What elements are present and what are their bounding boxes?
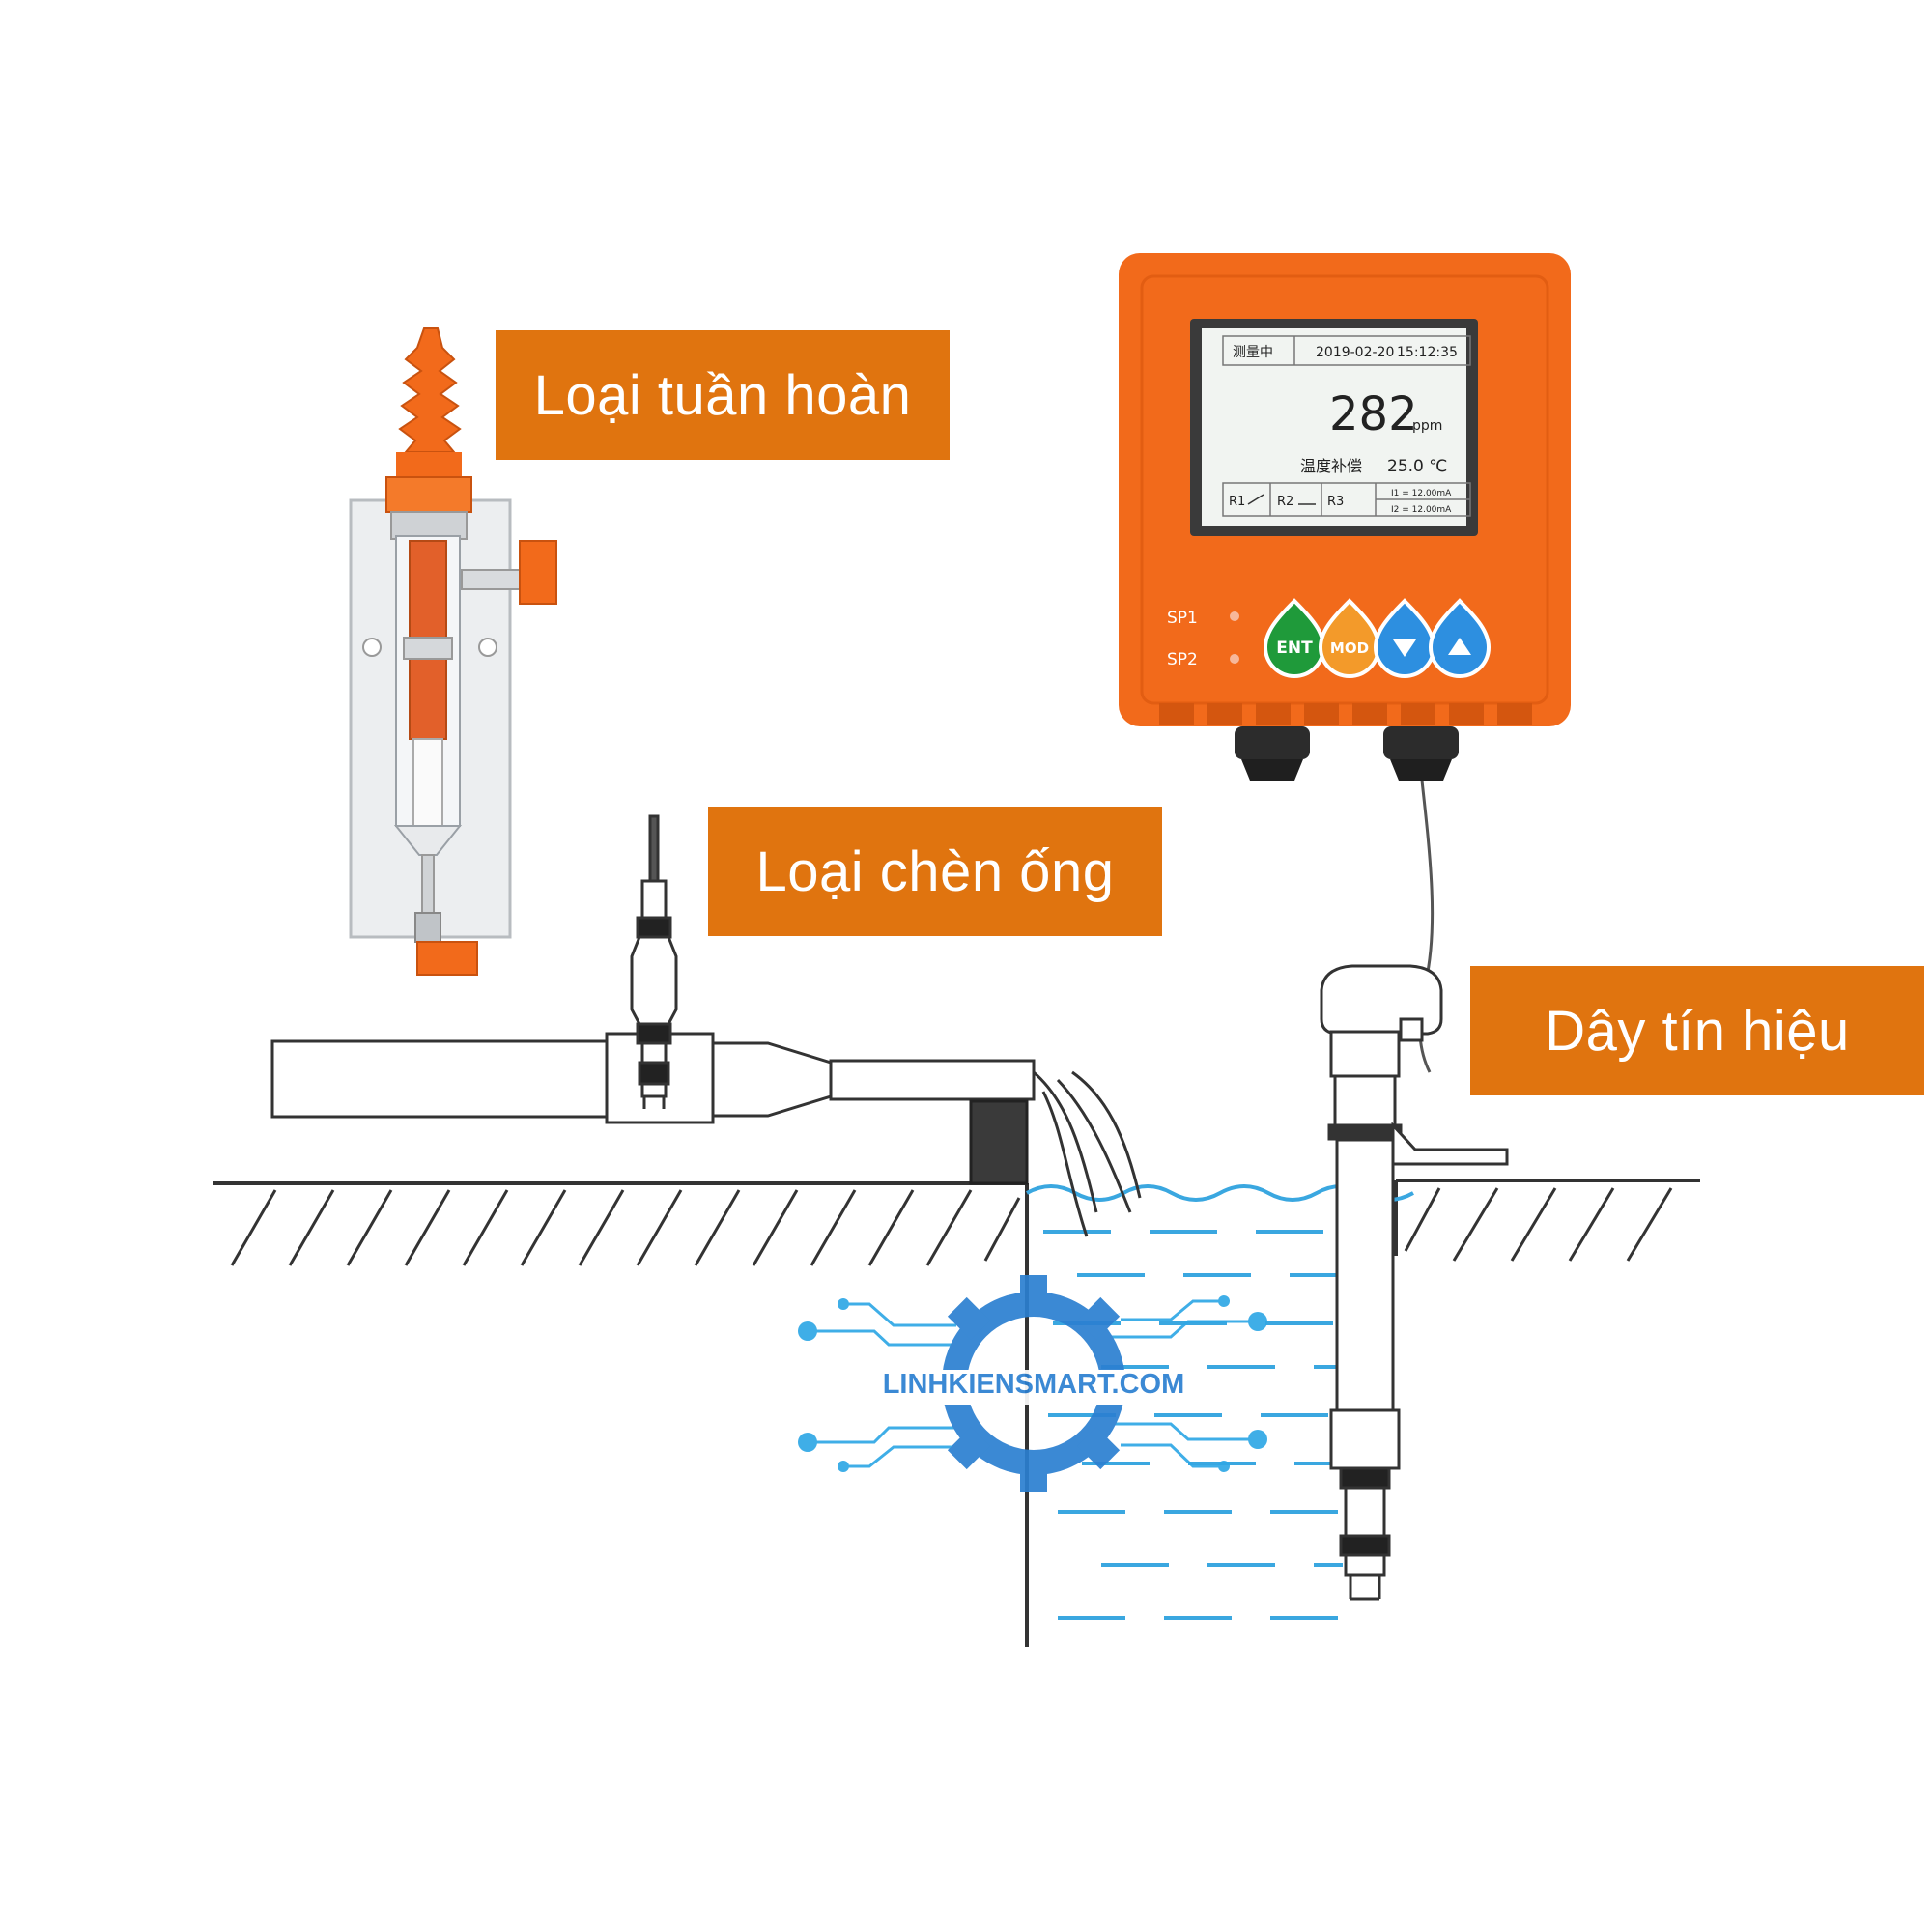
callout-signal-wire: Dây tín hiệu xyxy=(1470,966,1924,1095)
ground xyxy=(213,1179,1700,1647)
ground-hatching xyxy=(230,1187,1673,1266)
watermark-text: LINHKIENSMART.COM xyxy=(883,1369,1185,1400)
cable-glands xyxy=(1235,726,1459,781)
sp2-label: SP2 xyxy=(1167,650,1198,669)
circulation-sensor xyxy=(349,327,557,976)
controller: 测量中 2019-02-20 15:12:35 282 ppm 温度补偿 25.… xyxy=(1119,253,1571,781)
sp1-label: SP1 xyxy=(1167,609,1198,628)
lcd-time: 15:12:35 xyxy=(1397,345,1458,360)
ent-button-label: ENT xyxy=(1276,639,1313,658)
lcd-current-2: I2 = 12.00mA xyxy=(1391,505,1452,515)
down-arrow-icon xyxy=(1393,639,1416,657)
callout-pipe-insert-label: Loại chèn ống xyxy=(755,839,1115,903)
signal-cable xyxy=(1418,762,1435,1073)
callout-circulation-type: Loại tuần hoàn xyxy=(496,330,950,460)
circuit-traces xyxy=(810,1299,1256,1468)
lcd-relay-2: R2 xyxy=(1277,495,1293,509)
immersion-probe xyxy=(1320,964,1509,1601)
callout-pipe-insert-type: Loại chèn ống xyxy=(708,807,1162,936)
lcd-temp-label: 温度补偿 xyxy=(1300,457,1362,475)
callout-signal-wire-label: Dây tín hiệu xyxy=(1545,999,1850,1063)
lcd-temp-value: 25.0 ℃ xyxy=(1387,457,1447,476)
gear-icon xyxy=(908,1275,1159,1492)
lcd-date: 2019-02-20 xyxy=(1316,345,1394,360)
up-button[interactable] xyxy=(1428,598,1492,678)
lcd-reading: 282 xyxy=(1329,387,1418,441)
watermark-logo: LINHKIENSMART.COM xyxy=(798,1275,1267,1492)
callout-circulation-label: Loại tuần hoàn xyxy=(533,363,912,427)
lcd-current-1: I1 = 12.00mA xyxy=(1391,489,1452,498)
ent-button[interactable]: ENT xyxy=(1263,598,1326,678)
lcd-status: 测量中 xyxy=(1233,345,1273,360)
sp2-led xyxy=(1230,654,1239,664)
outflow xyxy=(1033,1070,1142,1237)
lcd-relay-3: R3 xyxy=(1327,495,1344,509)
insert-probe xyxy=(630,814,678,1109)
sp1-led xyxy=(1230,611,1239,621)
mod-button-label: MOD xyxy=(1330,639,1369,657)
lcd-relay-1: R1 xyxy=(1229,495,1245,509)
up-arrow-icon xyxy=(1448,638,1471,655)
lcd-unit: ppm xyxy=(1412,418,1442,434)
